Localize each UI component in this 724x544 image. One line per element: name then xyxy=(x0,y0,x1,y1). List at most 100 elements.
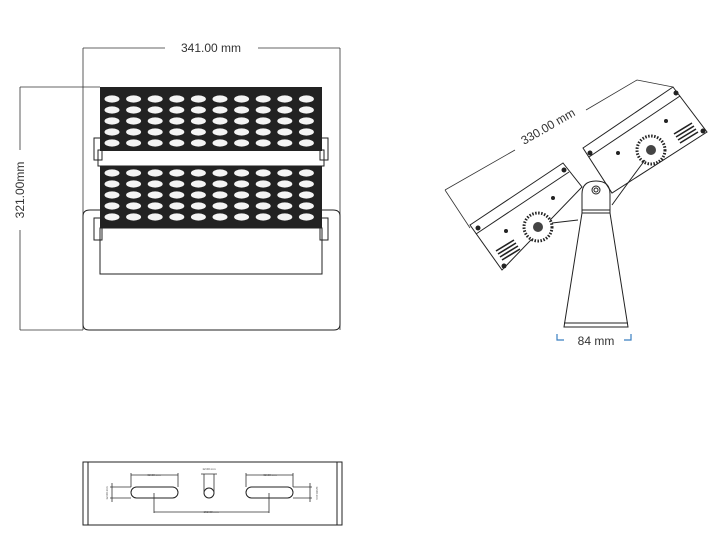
led-lens xyxy=(126,202,142,210)
bottom-view: 62.00 mm 12.00 mm 62.00 mm 152.00 mm 12.… xyxy=(82,461,343,526)
led-lens xyxy=(212,169,228,177)
led-lens xyxy=(212,191,228,199)
led-lens xyxy=(190,117,206,125)
led-lens xyxy=(234,202,250,210)
led-lens xyxy=(169,139,185,147)
led-lens xyxy=(169,180,185,188)
hole-width-label: 12.00 mm xyxy=(202,467,216,471)
slot-spacing-label: 152.00 mm xyxy=(203,510,219,514)
led-lens xyxy=(255,202,271,210)
slot-width-left-label: 62.00 mm xyxy=(147,473,161,477)
led-lens xyxy=(277,191,293,199)
length-dimension-line xyxy=(444,79,674,229)
led-lens xyxy=(255,106,271,114)
led-lens xyxy=(212,106,228,114)
led-lens xyxy=(212,139,228,147)
led-lens xyxy=(234,139,250,147)
led-lens xyxy=(190,202,206,210)
led-lens xyxy=(298,128,314,136)
led-lens xyxy=(190,191,206,199)
led-lens xyxy=(255,95,271,103)
led-lens xyxy=(126,180,142,188)
slot-height-right-label: 12.00 mm xyxy=(315,486,319,500)
upper-housing xyxy=(582,86,708,194)
height-label: 321.00mm xyxy=(13,162,27,219)
led-lens xyxy=(212,180,228,188)
led-lens xyxy=(298,95,314,103)
led-lens xyxy=(212,117,228,125)
led-lens xyxy=(169,117,185,125)
led-lens xyxy=(147,106,163,114)
led-lens xyxy=(147,213,163,221)
led-lens xyxy=(104,128,120,136)
led-lens xyxy=(255,180,271,188)
led-lens xyxy=(234,95,250,103)
led-lens xyxy=(234,191,250,199)
led-lens xyxy=(126,191,142,199)
led-lens xyxy=(126,128,142,136)
led-lens xyxy=(277,117,293,125)
vent-icon xyxy=(495,122,699,261)
led-lens xyxy=(126,213,142,221)
width-label: 341.00 mm xyxy=(181,41,241,55)
led-lens xyxy=(277,106,293,114)
led-lens xyxy=(126,139,142,147)
led-lens xyxy=(147,117,163,125)
led-lens xyxy=(169,106,185,114)
led-lens xyxy=(255,191,271,199)
led-lens xyxy=(212,202,228,210)
front-view: 341.00 mm 321.00mm xyxy=(13,41,341,331)
led-lens xyxy=(169,202,185,210)
led-lens xyxy=(255,117,271,125)
led-lens xyxy=(298,139,314,147)
led-lens xyxy=(298,202,314,210)
led-lens xyxy=(169,169,185,177)
led-lens xyxy=(212,128,228,136)
height-dimension-line xyxy=(19,86,100,331)
led-lens xyxy=(169,95,185,103)
mounting-bracket xyxy=(82,209,341,331)
mounting-slot-right xyxy=(245,486,294,499)
length-label: 330.00 mm xyxy=(519,105,578,147)
led-lens xyxy=(255,213,271,221)
led-lens xyxy=(277,95,293,103)
led-lens xyxy=(104,180,120,188)
side-tab xyxy=(319,217,329,241)
led-array xyxy=(104,95,314,221)
led-lens xyxy=(255,128,271,136)
led-lens xyxy=(147,128,163,136)
led-lens xyxy=(212,213,228,221)
led-lens xyxy=(104,213,120,221)
side-view: 330.00 mm 84 mm xyxy=(444,79,708,348)
led-lens xyxy=(147,180,163,188)
led-lens xyxy=(234,106,250,114)
led-lens xyxy=(190,106,206,114)
led-lens xyxy=(104,117,120,125)
led-lens xyxy=(277,128,293,136)
led-lens xyxy=(190,180,206,188)
lower-housing xyxy=(469,162,583,271)
led-lens xyxy=(147,169,163,177)
led-lens xyxy=(212,95,228,103)
led-lens xyxy=(126,106,142,114)
mounting-hole xyxy=(203,487,215,499)
led-lens xyxy=(277,180,293,188)
led-lens xyxy=(277,202,293,210)
led-lens xyxy=(147,191,163,199)
led-lens xyxy=(147,139,163,147)
led-lens xyxy=(234,117,250,125)
led-lens xyxy=(298,106,314,114)
led-lens xyxy=(298,180,314,188)
led-lens xyxy=(147,202,163,210)
led-lens xyxy=(104,191,120,199)
led-lens xyxy=(298,117,314,125)
width-dimension-line xyxy=(82,47,341,330)
yoke-arm xyxy=(551,159,646,224)
led-lens xyxy=(298,169,314,177)
led-lens xyxy=(234,213,250,221)
stand-base xyxy=(563,212,629,328)
stand-pivot xyxy=(581,180,611,214)
led-lens xyxy=(169,213,185,221)
led-lens xyxy=(104,139,120,147)
